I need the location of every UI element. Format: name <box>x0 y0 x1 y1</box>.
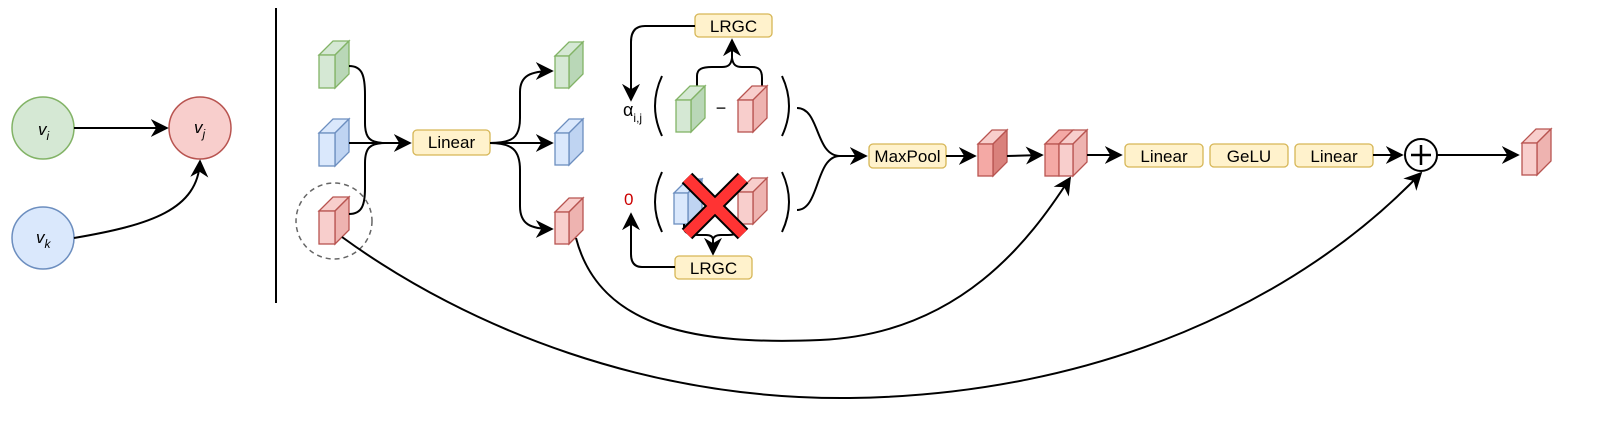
gelu-block: GeLU <box>1209 143 1289 168</box>
edge-vk-vj <box>73 159 209 239</box>
maxpool-block: MaxPool <box>868 143 947 169</box>
red-x-icon <box>681 172 749 240</box>
svg-text:Linear: Linear <box>1310 147 1358 166</box>
alpha-label: αi,j <box>623 100 642 125</box>
graph-panel: vi vj vk <box>11 96 232 270</box>
edge-linear-to-green <box>489 62 554 144</box>
node-vj: vj <box>168 96 232 160</box>
focus-node-highlight <box>295 182 373 260</box>
lrgc-bottom-block: LRGC <box>674 255 753 280</box>
lrgc-top-block: LRGC <box>694 13 773 38</box>
edge-residual-to-plus <box>341 171 1423 400</box>
edge-linear-to-red <box>489 142 554 238</box>
projected-cube-green <box>553 40 585 90</box>
edge-pooled-to-concat <box>1006 146 1044 165</box>
svg-text:Linear: Linear <box>428 133 476 152</box>
edge-lrgc-bottom-to-zero <box>622 212 675 268</box>
svg-text:Linear: Linear <box>1140 147 1188 166</box>
svg-text:vj: vj <box>194 118 206 141</box>
svg-text:GeLU: GeLU <box>1227 147 1271 166</box>
concat-cubes <box>1043 128 1089 178</box>
output-cube-red <box>1520 127 1553 177</box>
linear-input-block: Linear <box>412 129 491 156</box>
svg-text:LRGC: LRGC <box>710 17 757 36</box>
svg-text:MaxPool: MaxPool <box>874 147 940 166</box>
pooled-cube-red <box>976 128 1009 178</box>
minus-sign: − <box>716 98 727 118</box>
node-vi: vi <box>11 96 75 160</box>
svg-text:vi: vi <box>38 120 50 143</box>
zero-label: 0 <box>624 190 633 209</box>
projected-cube-blue <box>553 117 585 167</box>
diff-cube-green <box>674 84 707 134</box>
edge-projected-red-to-concat <box>575 176 1071 342</box>
paren-left-bottom <box>654 171 663 233</box>
masked-cube-red <box>736 176 769 226</box>
edge-lrgc-top-to-alpha <box>622 25 695 102</box>
input-cube-red <box>317 195 351 246</box>
paren-left-top <box>654 75 663 137</box>
brace-top <box>696 57 763 86</box>
node-vk: vk <box>11 206 75 270</box>
input-cube-green <box>317 39 351 90</box>
circled-plus-icon <box>1404 138 1438 172</box>
svg-text:vk: vk <box>36 228 52 251</box>
edge-red-to-linear <box>348 142 386 215</box>
paren-right-bottom <box>781 171 790 233</box>
edge-top-to-maxpool <box>796 107 868 165</box>
projected-cube-red <box>553 196 585 246</box>
diff-cube-red <box>736 84 769 134</box>
edge-bottom-to-maxpool <box>796 155 841 211</box>
edge-green-to-linear <box>348 65 412 152</box>
linear-2-block: Linear <box>1294 143 1374 168</box>
input-cube-blue <box>317 117 351 168</box>
linear-1-block: Linear <box>1124 143 1204 168</box>
paren-right-top <box>781 75 790 137</box>
svg-text:LRGC: LRGC <box>690 259 737 278</box>
